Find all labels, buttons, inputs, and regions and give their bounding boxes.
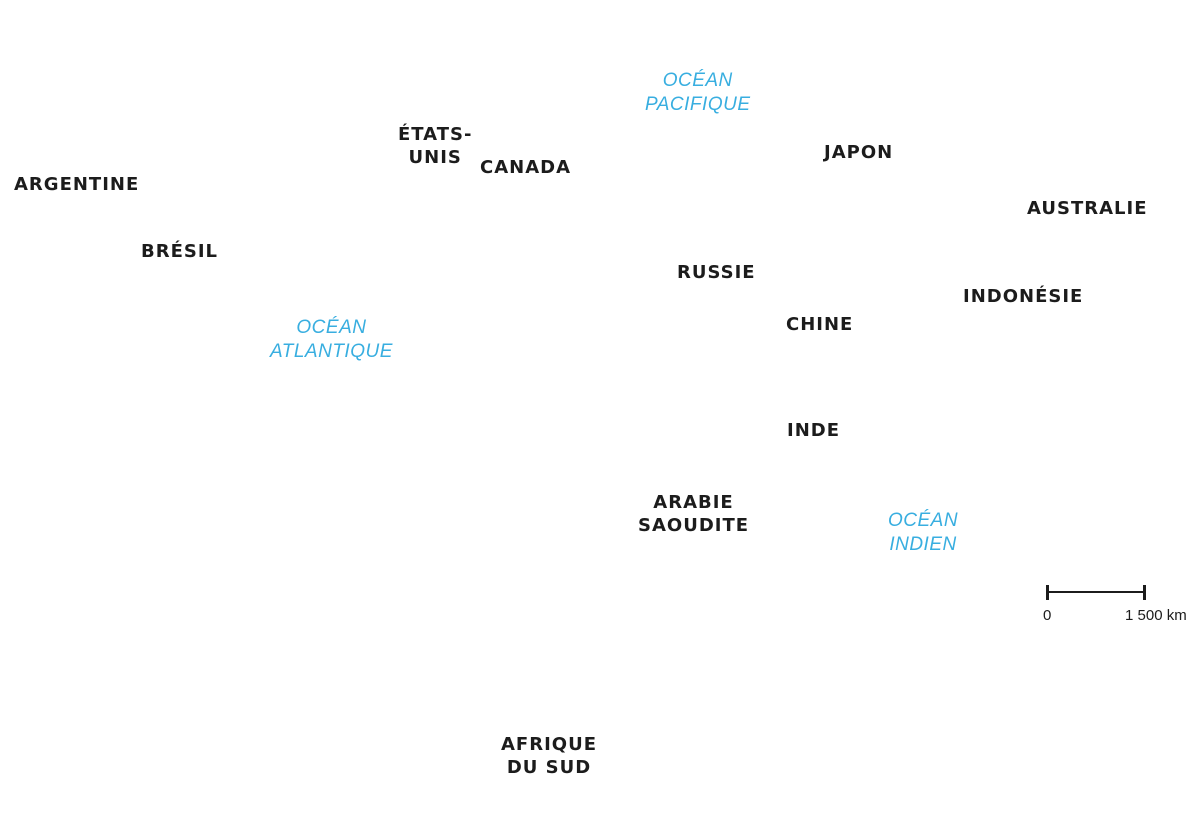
country-label-argentine: ARGENTINE (14, 174, 139, 197)
country-label-indonesie: INDONÉSIE (963, 286, 1083, 309)
country-label-line: ARABIE (653, 492, 734, 513)
ocean-label-line: INDIEN (889, 533, 957, 555)
country-label-inde: INDE (787, 420, 840, 443)
country-label-russie: RUSSIE (677, 262, 756, 285)
country-label-line: INDONÉSIE (963, 286, 1084, 307)
ocean-label-line: OCÉAN (662, 70, 733, 91)
country-label-line: AFRIQUE (501, 734, 597, 755)
ocean-label-atlantique: OCÉAN ATLANTIQUE (270, 316, 393, 364)
country-label-line: ÉTATS- (398, 124, 473, 145)
country-label-line: UNIS (408, 146, 462, 168)
country-label-afrique-du-sud: AFRIQUE DU SUD (501, 734, 597, 779)
country-label-line: BRÉSIL (141, 241, 219, 262)
scale-bar (1046, 585, 1146, 600)
country-label-etats-unis: ÉTATS- UNIS (398, 124, 472, 169)
country-label-canada: CANADA (480, 157, 571, 180)
ocean-label-line: OCÉAN (888, 510, 959, 531)
country-label-line: CANADA (480, 157, 572, 178)
country-label-line: ARGENTINE (14, 174, 140, 195)
country-label-australie: AUSTRALIE (1027, 198, 1148, 221)
ocean-label-indien: OCÉAN INDIEN (888, 509, 958, 557)
ocean-label-pacifique: OCÉAN PACIFIQUE (645, 69, 751, 117)
ocean-label-line: PACIFIQUE (645, 93, 751, 115)
ocean-label-line: OCÉAN (296, 317, 367, 338)
country-label-bresil: BRÉSIL (141, 241, 218, 264)
country-label-line: CHINE (786, 314, 854, 335)
scale-label-max: 1 500 km (1125, 607, 1187, 624)
country-label-line: JAPON (824, 142, 894, 163)
ocean-label-line: ATLANTIQUE (270, 340, 393, 362)
country-label-line: DU SUD (506, 756, 592, 778)
country-label-line: SAOUDITE (638, 514, 750, 536)
country-label-line: INDE (787, 420, 840, 441)
country-label-line: AUSTRALIE (1027, 198, 1148, 219)
country-label-japon: JAPON (824, 142, 893, 165)
country-label-line: RUSSIE (677, 262, 756, 283)
scale-label-min: 0 (1043, 607, 1052, 624)
country-label-chine: CHINE (786, 314, 853, 337)
country-label-arabie-saoudite: ARABIE SAOUDITE (638, 492, 749, 537)
